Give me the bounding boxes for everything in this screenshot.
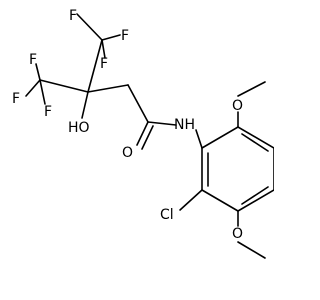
bond-carbonyl-c-to-nh [147, 121, 177, 126]
atom-f-top-right: F [121, 28, 129, 44]
bond-c-f-top-right [101, 34, 121, 41]
atom-f-left-top: F [29, 52, 37, 68]
ring-double-inner-2 [241, 186, 269, 205]
bond-carbonyl-double-2 [141, 125, 154, 150]
atom-methoxy-bottom-oxygen: O [232, 226, 243, 242]
ring-bond-1-2 [201, 126, 239, 149]
atom-f-top-left: F [69, 8, 77, 24]
atom-amide-nh: NH [174, 117, 195, 133]
atom-methoxy-top-oxygen: O [232, 98, 243, 114]
atom-carbonyl-oxygen: O [122, 145, 133, 161]
bond-central-c-to-ch2 [87, 84, 129, 93]
bond-nh-to-ring [195, 129, 203, 149]
ring-bond-4-5 [237, 189, 274, 212]
bond-c-f-top-left [76, 13, 103, 41]
bond-methoxy-bottom-o-to-methyl [237, 241, 266, 259]
bond-central-c-to-hydroxyl [81, 91, 89, 119]
atom-f-upper-mid: F [100, 56, 108, 72]
atom-f-lower-mid: F [44, 104, 52, 120]
bond-cf3-top-to-central-c [87, 39, 103, 93]
bond-c-f-left-bottom [25, 79, 41, 97]
bond-c-f-left-top [35, 63, 41, 81]
bond-c-f-upper-mid [101, 39, 106, 59]
bond-carbonyl-double-1 [136, 121, 149, 146]
ring-bond-5-6 [201, 189, 239, 212]
bond-c-f-lower-mid [39, 79, 46, 105]
ring-double-inner-1 [241, 133, 269, 152]
bond-ch2-to-carbonyl-c [127, 84, 149, 123]
bond-ring-to-chlorine [179, 189, 203, 211]
atom-f-left-bottom: F [12, 91, 20, 107]
ring-bond-2-3 [237, 126, 274, 149]
bond-cf3-left-to-central-c [39, 79, 89, 93]
chemical-structure-diagram: F F F F F F HO O NH O Cl O [12, 8, 274, 259]
atom-hydroxyl: HO [68, 120, 90, 136]
bond-methoxy-top-o-to-methyl [237, 81, 266, 97]
atom-chlorine: Cl [160, 207, 174, 223]
